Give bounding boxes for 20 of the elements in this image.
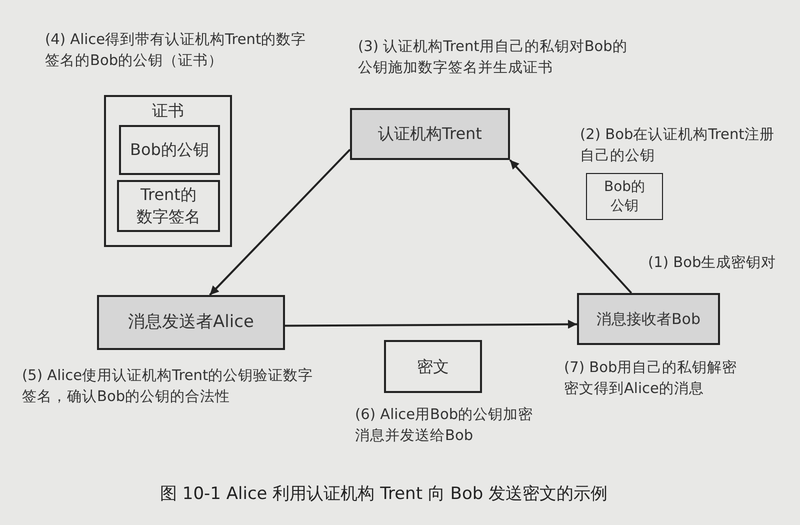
ciphertext-box: 密文 [384,340,482,393]
step-note: (1) Bob生成密钥对 [648,254,778,273]
key-box: Bob的公钥 [119,125,220,175]
process-box: 消息接收者Bob [577,293,720,345]
step-note: (3) 认证机构Trent用自己的私钥对Bob的公钥施加数字签名并生成证书 [358,38,628,78]
process-box: 认证机构Trent [350,108,510,160]
signature-box: Trent的数字签名 [117,180,220,232]
key-box: Bob的公钥 [586,173,663,220]
certificate-box [104,95,232,247]
figure-caption: 图 10-1 Alice 利用认证机构 Trent 向 Bob 发送密文的示例 [160,483,608,506]
arrow [285,320,577,329]
step-note: (7) Bob用自己的私钥解密密文得到Alice的消息 [564,358,738,400]
step-note: (6) Alice用Bob的公钥加密消息并发送给Bob [355,406,534,446]
step-note: (2) Bob在认证机构Trent注册自己的公钥 [580,126,776,166]
process-box: 消息发送者Alice [97,295,285,350]
step-note: (5) Alice使用认证机构Trent的公钥验证数字签名，确认Bob的公钥的合法性 [22,366,314,408]
step-note: (4) Alice得到带有认证机构Trent的数字签名的Bob的公钥（证书） [45,30,307,72]
arrow [209,148,351,296]
arrow [509,159,632,294]
box-heading: 证书 [152,100,184,122]
